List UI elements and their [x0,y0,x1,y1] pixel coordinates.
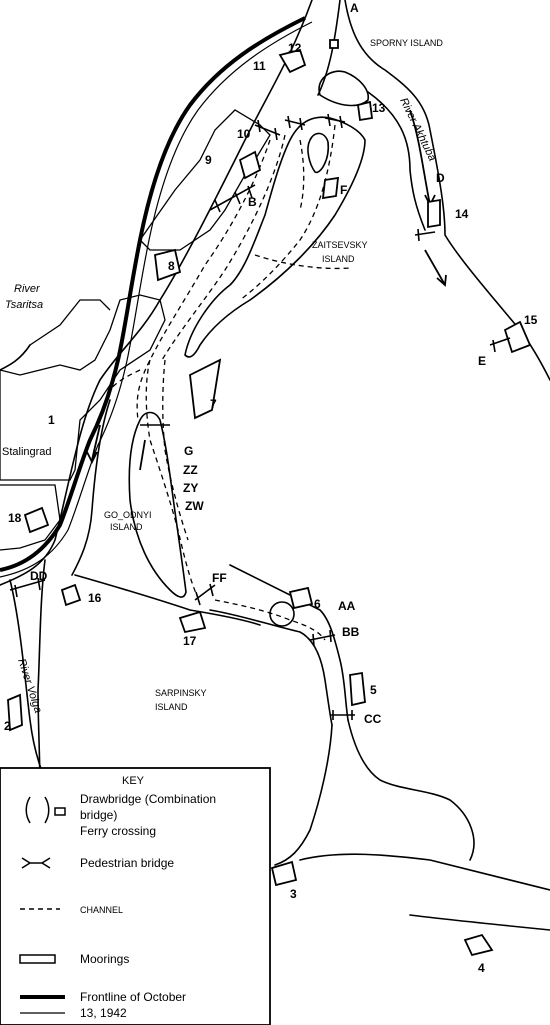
letter-B: B [248,195,257,209]
key-frontline-line1: Frontline of October [80,990,186,1004]
label-golodnyi-line1: GO_ODNYI [104,510,152,520]
mooring-16 [60,583,82,607]
label-golodnyi-line2: ISLAND [110,522,143,532]
mooring-6 [288,586,314,610]
mooring-7 [189,358,222,420]
mooring-F [321,176,340,200]
mooring-12 [329,39,339,49]
number-11: 11 [253,59,266,73]
mooring-13 [357,100,374,122]
key-drawbridge-line2: bridge) [80,808,117,822]
letter-DD: DD [30,569,48,583]
mooring-18 [23,506,50,534]
key-frontline-line2: 13, 1942 [80,1006,127,1020]
key-ferry: Ferry crossing [80,824,156,838]
key-drawbridge-line1: Drawbridge (Combination [80,792,216,806]
bridges [9,113,511,720]
key-channel: CHANNEL [80,905,123,915]
number-5: 5 [370,683,377,697]
number-18: 18 [8,511,22,525]
letter-E: E [478,354,486,368]
number-1: 1 [48,413,55,427]
mooring-3 [270,860,298,887]
mooring-9 [238,150,262,180]
letter-CC: CC [364,712,382,726]
number-12: 12 [288,41,302,55]
letter-F: F [340,183,347,197]
city-blocks [0,109,271,551]
label-river-akhtuba: River Akhtuba [397,96,438,163]
letter-D: D [436,171,445,185]
number-10: 10 [237,127,251,141]
number-4: 4 [478,961,485,975]
label-stalingrad: Stalingrad [2,446,52,458]
channels [109,124,351,641]
mooring-8 [154,248,182,282]
letter-ZY: ZY [183,481,198,495]
mooring-5 [349,671,366,707]
number-2: 2 [4,719,11,733]
mooring-11 [278,48,307,74]
letter-FF: FF [212,571,227,585]
label-sporny-island: SPORNY ISLAND [370,38,443,48]
number-16: 16 [88,591,102,605]
key-pedestrian: Pedestrian bridge [80,856,174,870]
number-14: 14 [455,207,469,221]
number-13: 13 [372,101,386,115]
key-moorings: Moorings [80,952,129,966]
frontline [0,16,313,578]
label-sarpinsky-line2: ISLAND [155,702,188,712]
label-zaitsevsky-line2: ISLAND [322,254,355,264]
flow-arrows [86,109,447,471]
letter-A: A [350,1,359,15]
mooring-15 [503,320,532,354]
label-river-tsaritsa-line1: River [14,283,41,295]
mooring-14 [427,198,441,229]
label-sarpinsky-line1: SARPINSKY [155,688,207,698]
mooring-2 [7,693,23,732]
label-zaitsevsky-line1: ZAITSEVSKY [312,240,368,250]
number-3: 3 [290,887,297,901]
letter-BB: BB [342,625,360,639]
letter-ZW: ZW [185,499,204,513]
letter-ZZ: ZZ [183,463,198,477]
number-9: 9 [205,153,212,167]
letter-AA: AA [338,599,356,613]
number-17: 17 [183,634,197,648]
key-legend [0,767,271,1025]
number-6: 6 [314,597,321,611]
number-7: 7 [210,397,217,411]
letter-G: G [184,444,193,458]
moorings [7,39,532,957]
mooring-4 [463,933,494,957]
mooring-17 [178,610,207,634]
label-river-tsaritsa-line2: Tsaritsa [5,299,43,311]
number-15: 15 [524,313,538,327]
key-title: KEY [122,775,145,787]
number-8: 8 [168,259,175,273]
